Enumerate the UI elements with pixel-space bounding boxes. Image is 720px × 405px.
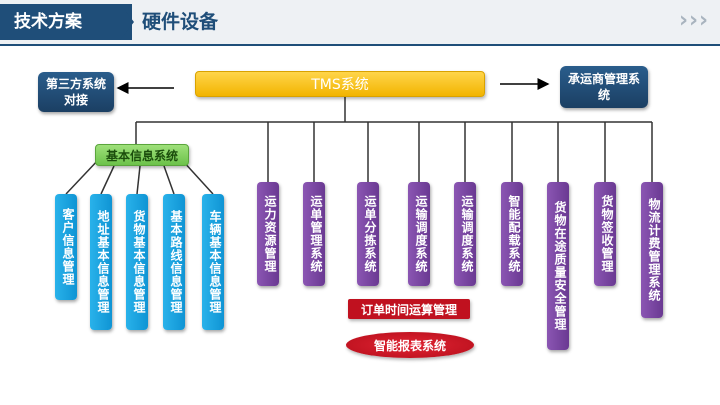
report-system-oval: 智能报表系统	[346, 332, 474, 358]
tms-root-node: TMS系统	[195, 71, 485, 97]
basic-info-group: 基本信息系统	[95, 144, 189, 166]
system-item: 运输调度系统	[454, 182, 476, 286]
basic-item: 货物基本信息管理	[126, 194, 148, 330]
third-party-node: 第三方系统对接	[38, 72, 114, 112]
basic-item: 基本路线信息管理	[163, 194, 185, 330]
system-item: 物流计费管理系统	[641, 182, 663, 318]
carrier-label: 承运商管理系统	[568, 72, 641, 102]
third-party-label: 第三方系统对接	[46, 77, 107, 107]
header-divider	[0, 44, 720, 46]
chevron-right-icon: ›	[689, 8, 699, 33]
system-item: 智能配载系统	[501, 182, 523, 286]
system-item: 运单管理系统	[303, 182, 325, 286]
basic-item: 客户信息管理	[55, 194, 77, 300]
basic-item: 地址基本信息管理	[90, 194, 112, 330]
system-item: 货物在途质量安全管理	[547, 182, 569, 350]
section-arrow	[120, 4, 134, 40]
chevron-right-icon: ›	[679, 8, 689, 33]
basic-item: 车辆基本信息管理	[202, 194, 224, 330]
system-item: 运输调度系统	[408, 182, 430, 286]
system-item: 运力资源管理	[257, 182, 279, 286]
order-time-bar: 订单时间运算管理	[348, 299, 470, 319]
page-title: 硬件设备	[142, 11, 219, 33]
system-item: 货物签收管理	[594, 182, 616, 286]
section-label: 技术方案	[0, 4, 132, 40]
chevron-right-icon: ›	[699, 8, 709, 33]
system-item: 运单分拣系统	[357, 182, 379, 286]
carrier-node: 承运商管理系统	[560, 66, 648, 108]
